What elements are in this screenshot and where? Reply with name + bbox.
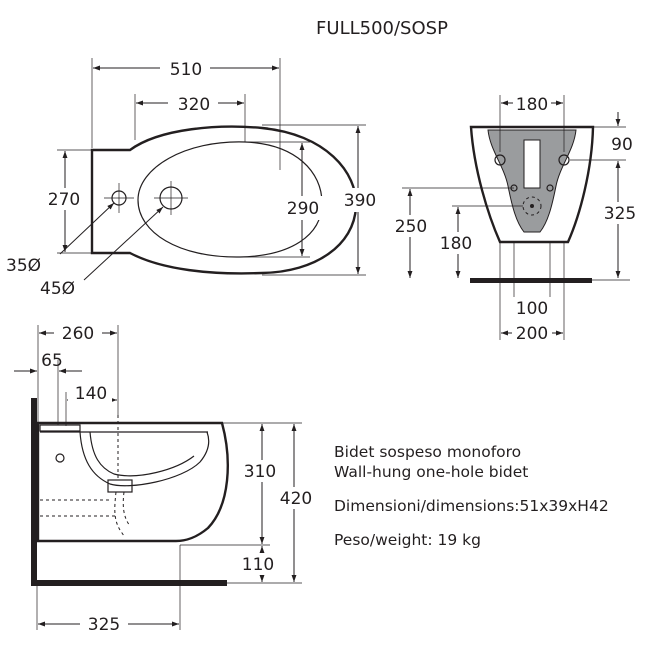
rear-view: 180 90 325 250 180 100 200 (390, 92, 640, 344)
dim-bottom-depth: 325 (88, 615, 120, 635)
side-view-tap (39, 424, 81, 432)
dim-tap-depth: 260 (62, 324, 94, 344)
dim-deck-depth: 270 (48, 190, 80, 210)
dim-inlet-height: 250 (395, 217, 427, 237)
dimensions-text: Dimensioni/dimensions:51x39xH42 (334, 497, 609, 515)
dim-total-height: 420 (280, 489, 312, 509)
product-code-title: FULL500/SOSP (316, 18, 448, 39)
side-view-outline (36, 421, 229, 543)
description-italian: Bidet sospeso monoforo (334, 443, 522, 461)
side-view-bowl (79, 431, 210, 487)
dim-floor-clearance: 110 (242, 555, 274, 575)
dim-outlet-height: 180 (440, 234, 472, 254)
product-info: Bidet sospeso monoforo Wall-hung one-hol… (334, 442, 644, 550)
weight-text: Peso/weight: 19 kg (334, 531, 481, 549)
dim-fixing-spacing: 180 (516, 95, 548, 115)
dim-wall-offset: 65 (41, 351, 63, 371)
description-english: Wall-hung one-hole bidet (334, 463, 529, 481)
dim-drain-offset: 140 (75, 384, 107, 404)
tap-hole-label: 35Ø (6, 256, 41, 276)
dim-fixing-height: 90 (611, 135, 633, 155)
top-view: 510 320 270 290 390 35Ø 45Ø (6, 57, 382, 299)
dim-overall-width: 510 (170, 60, 202, 80)
dim-overall-depth: 390 (344, 191, 376, 211)
side-view-wall (31, 398, 37, 584)
dim-bowl-width: 320 (178, 95, 210, 115)
dim-bowl-depth: 290 (287, 199, 319, 219)
dim-outlet-spacing: 100 (516, 299, 548, 319)
side-view-floor (31, 580, 227, 586)
dim-supply-height: 325 (604, 204, 636, 224)
drain-hole-label: 45Ø (40, 279, 75, 299)
rear-view-supply-slot (523, 139, 541, 189)
dim-bowl-height: 310 (244, 462, 276, 482)
side-view: 260 65 140 310 420 110 325 (14, 322, 318, 635)
dim-base-width: 200 (516, 324, 548, 344)
